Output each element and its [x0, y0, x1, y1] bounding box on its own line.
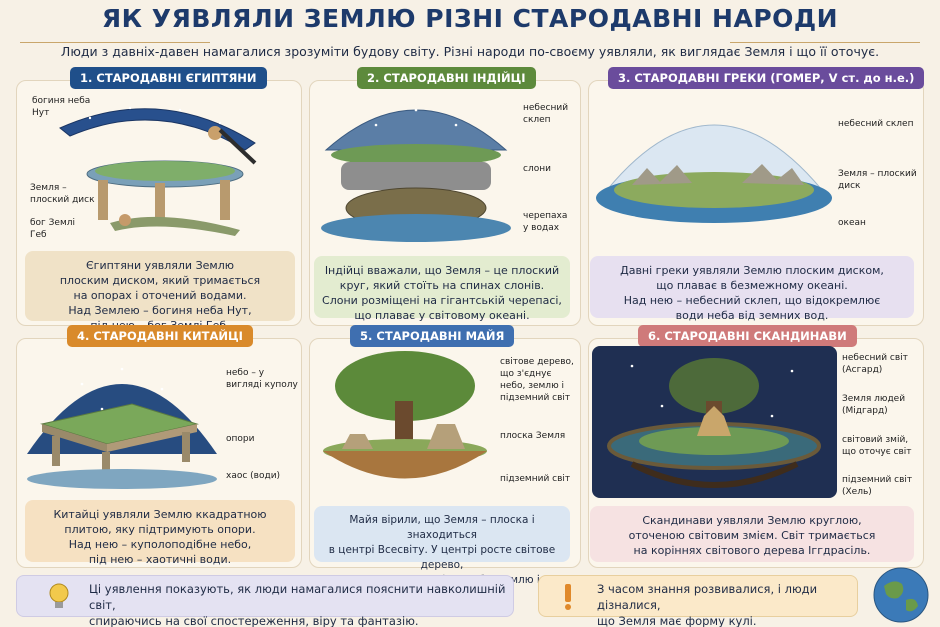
caption-line: Давні греки уявляли Землю плоским диском…: [620, 264, 884, 277]
caption-line: що плаває в безмежному океані.: [656, 279, 848, 292]
label-supports: опори: [226, 434, 255, 444]
label-world-tree: світове дерево, що з'єднує небо, землю і…: [500, 357, 574, 403]
caption-line: плитою, яку підтримують опори.: [64, 523, 256, 536]
label-world-serpent: світовий змій, що оточує світ: [842, 435, 912, 457]
caption-line: Китайці уявляли Землю ккадратною: [53, 508, 267, 521]
caption-line: плоским диском, який тримається: [59, 274, 261, 287]
chinese-cosmos-illustration: [27, 367, 217, 489]
badge-maya: 5. СТАРОДАВНІ МАЙЯ: [350, 325, 515, 347]
badge-egyptians: 1. СТАРОДАВНІ ЄГИПТЯНИ: [70, 67, 267, 89]
caption-line: Майя вірили, що Земля – плоска і знаходи…: [349, 514, 535, 541]
label-elephants: слони: [523, 164, 551, 174]
caption-egyptians: Єгиптяни уявляли Землю плоским диском, я…: [25, 251, 295, 332]
greek-cosmos-illustration: [596, 124, 832, 223]
ornament-left: [20, 42, 210, 43]
caption-line: на коріннях світового дерева Іггдрасіль.: [633, 544, 871, 557]
label-nut: богиня неба Нут: [32, 96, 91, 118]
indian-cosmos-illustration: [321, 108, 511, 242]
caption-line: Над Землею – богиня неба Нут,: [68, 304, 252, 317]
label-earth-disk-greek: Земля – плоский диск: [838, 169, 917, 191]
label-sky-vault-greek: небесний склеп: [838, 119, 914, 129]
caption-line: Над нею – небесний склеп, що відокремлює: [623, 294, 881, 307]
caption-line: Єгиптяни уявляли Землю: [85, 259, 234, 272]
footer-left-line: Ці уявлення показують, як люди намагалис…: [89, 582, 506, 612]
caption-line: оточеною світовим змієм. Світ тримається: [628, 529, 876, 542]
caption-chinese: Китайці уявляли Землю ккадратною плитою,…: [25, 500, 295, 566]
scandinavian-cosmos-illustration: [592, 346, 837, 498]
caption-line: Над нею – куполоподібне небо,: [68, 538, 252, 551]
caption-line: на опорах і оточений водами.: [73, 289, 247, 302]
label-asgard: небесний світ (Асгард): [842, 353, 908, 375]
lightbulb-icon: [49, 583, 69, 608]
label-dome-sky: небо – у вигляді куполу: [226, 368, 298, 390]
footer-left-note: Ці уявлення показують, як люди намагалис…: [16, 575, 514, 627]
maya-cosmos-illustration: [323, 351, 487, 479]
caption-line: води неба від земних вод.: [675, 309, 829, 322]
label-turtle: черепаха у водах: [523, 211, 568, 233]
intro-text: Люди з давніх-давен намагалися зрозуміти…: [60, 44, 880, 59]
label-hel: підземний світ (Хель): [842, 475, 913, 497]
label-chaos: хаос (води): [226, 471, 281, 481]
label-ocean: океан: [838, 218, 866, 228]
footer-right-line: що Земля має форму кулі.: [597, 614, 757, 627]
caption-line: що плаває у світовому океані.: [354, 309, 530, 322]
label-midgard: Земля людей (Мідгард): [842, 394, 906, 416]
footer-left-line: спираючись на свої спостереження, віру т…: [89, 614, 419, 627]
caption-maya: Майя вірили, що Земля – плоска і знаходи…: [314, 506, 570, 601]
label-earth-disk: Земля – плоский диск: [30, 183, 95, 205]
label-sky-vault: небесний склеп: [523, 103, 569, 125]
caption-greeks: Давні греки уявляли Землю плоским диском…: [590, 256, 914, 322]
badge-chinese: 4. СТАРОДАВНІ КИТАЙЦІ: [67, 325, 253, 347]
footer-right-note: З часом знання розвивалися, і люди дізна…: [538, 575, 858, 627]
caption-line: Індійці вважали, що Земля – це плоский: [324, 264, 560, 277]
badge-indians: 2. СТАРОДАВНІ ІНДІЙЦІ: [357, 67, 536, 89]
egyptian-cosmos-illustration: [59, 106, 257, 236]
caption-line: під нею – хаотичні води.: [88, 553, 232, 566]
caption-line: круг, який стоїть на спинах слонів.: [339, 279, 545, 292]
footer-right-line: З часом знання розвивалися, і люди дізна…: [597, 582, 818, 612]
page-title: ЯК УЯВЛЯЛИ ЗЕМЛЮ РІЗНІ СТАРОДАВНІ НАРОДИ: [101, 4, 839, 33]
caption-line: в центрі Всесвіту. У центрі росте світов…: [328, 544, 556, 571]
label-flat-earth: плоска Земля: [500, 431, 566, 441]
globe-icon: [873, 567, 929, 623]
label-underworld-maya: підземний світ: [500, 474, 571, 484]
exclamation-icon: [565, 584, 571, 610]
badge-scandinavians: 6. СТАРОДАВНІ СКАНДИНАВИ: [638, 325, 857, 347]
ornament-right: [730, 42, 920, 43]
caption-line: Скандинави уявляли Землю круглою,: [642, 514, 862, 527]
label-geb: бог Землі Геб: [30, 218, 75, 240]
caption-scandinavians: Скандинави уявляли Землю круглою, оточен…: [590, 506, 914, 562]
caption-indians: Індійці вважали, що Земля – це плоский к…: [314, 256, 570, 322]
caption-line: Слони розміщені на гігантській черепасі,: [322, 294, 562, 307]
badge-greeks: 3. СТАРОДАВНІ ГРЕКИ (ГОМЕР, V ст. до н.е…: [608, 67, 925, 89]
